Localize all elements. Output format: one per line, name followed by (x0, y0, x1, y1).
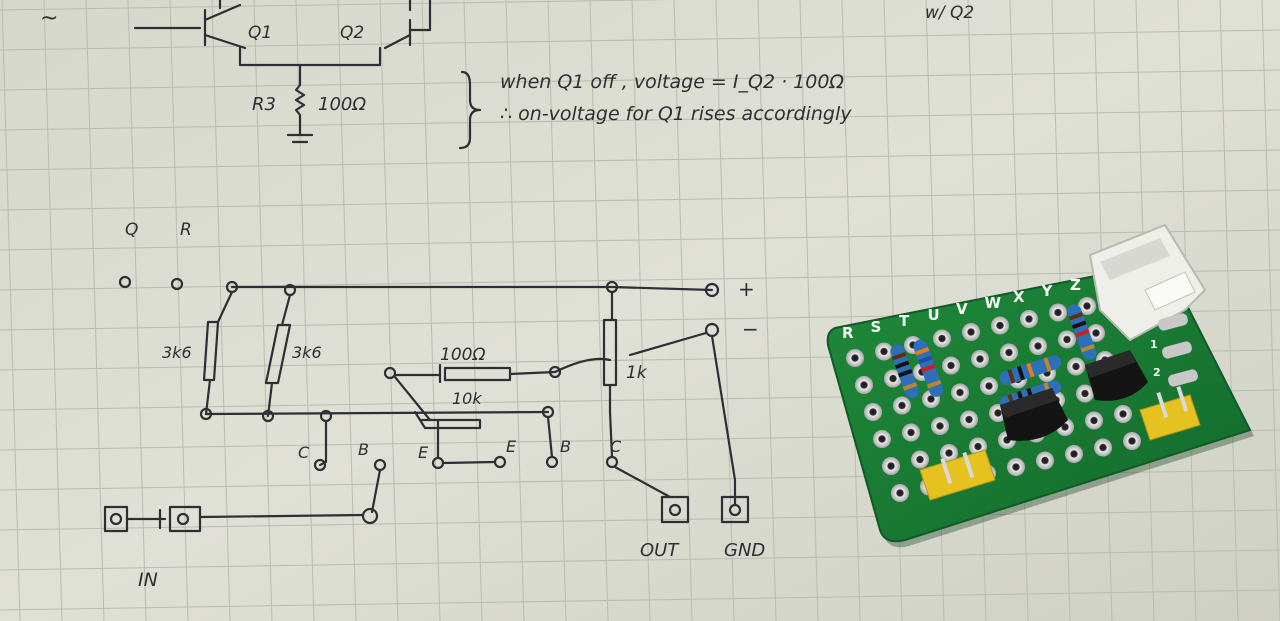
pcb-letter: V (956, 300, 968, 318)
note-line-2: ∴ on-voltage for Q1 rises accordingly (500, 103, 852, 125)
pcb-letter: R (842, 324, 854, 342)
pcb-pad (1094, 438, 1112, 457)
in-label: IN (138, 569, 158, 591)
pcb-pad (971, 350, 989, 368)
pcb-letter: Y (1041, 282, 1054, 300)
pcb-pad (942, 356, 960, 375)
top-right-note: w/ Q2 (925, 3, 974, 23)
pcb-pad (884, 369, 902, 388)
pcb-pad (1036, 451, 1054, 470)
r10k-label: 10k (452, 389, 482, 408)
pcb-pad (1020, 310, 1038, 328)
q2-label: Q2 (340, 23, 364, 43)
pcb-letter: W (985, 294, 1002, 312)
pcb-pad (846, 349, 864, 367)
pcb-pad (940, 444, 958, 462)
c2-label: C (610, 437, 622, 456)
pcb-pad (1087, 324, 1105, 342)
r3-value: 100Ω (318, 94, 366, 115)
pcb-pad (960, 410, 978, 429)
pcb-pad (891, 484, 909, 502)
jumper-headers (919, 385, 1201, 501)
pcb-pad (1076, 384, 1094, 403)
pcb-pad (1007, 458, 1025, 476)
top-left-mark: ~ (40, 6, 58, 31)
out-label: OUT (640, 540, 680, 561)
pcb-pad (931, 417, 949, 435)
pcb-pad (1085, 411, 1103, 430)
c1-label: C (298, 443, 310, 462)
pcb-pad (893, 396, 911, 415)
b1-label: B (358, 440, 369, 459)
q-label: Q (125, 220, 138, 240)
pcb-pad (855, 376, 873, 394)
e2-label: E (506, 437, 517, 456)
r-left2-label: 3k6 (292, 343, 322, 362)
schematic: Q R + − 3k6 3k6 100Ω 10k 1k (103, 220, 765, 591)
pcb-pad (991, 316, 1009, 335)
pcb-letter: S (871, 318, 882, 336)
r3-label: R3 (252, 94, 276, 115)
top-notes: ~ Q1 Q2 w/ Q2 R3 100Ω when Q1 off , volt… (40, 0, 974, 150)
pcb-pad (911, 450, 929, 469)
b2-label: B (560, 437, 571, 456)
pcb-letter: X (1013, 288, 1025, 306)
r-left1-label: 3k6 (162, 343, 192, 362)
pcb-letter: Z (1070, 276, 1081, 294)
pcb-pad (1067, 357, 1085, 376)
transistors (1000, 350, 1148, 441)
pcb-pin-label: 1 (1150, 338, 1158, 351)
pcb-pad (1049, 303, 1067, 322)
connector-housing (1088, 223, 1207, 387)
plus-label: + (738, 277, 755, 301)
note-line-1: when Q1 off , voltage = I_Q2 · 100Ω (500, 71, 844, 93)
pcb-pad (864, 403, 882, 421)
pcb-pad (1123, 432, 1141, 450)
r100-label: 100Ω (440, 345, 485, 365)
pcb-pad (1029, 337, 1047, 355)
pcb-pad (1114, 405, 1132, 423)
pcb-pad (1000, 343, 1018, 362)
pcb-pad (933, 329, 951, 348)
pcb-letter: U (928, 306, 940, 324)
pcb-pad (875, 342, 893, 361)
pcb-pin-labels: 12 (1150, 338, 1161, 379)
r-label: R (180, 220, 192, 240)
r1k-label: 1k (626, 363, 648, 383)
pcb-pad (882, 457, 900, 475)
pcb-letter: T (899, 312, 910, 330)
e1-label: E (418, 443, 429, 462)
pcb-pad (1058, 330, 1076, 349)
minus-label: − (742, 317, 759, 341)
pcb-pad (951, 383, 969, 402)
pcb-pin-label: 2 (1153, 366, 1161, 379)
pcb-pad (962, 323, 980, 341)
q1-label: Q1 (248, 23, 272, 43)
gnd-label: GND (724, 540, 765, 561)
pcb-pad (873, 430, 891, 448)
pcb-pad (1065, 445, 1083, 463)
pcb-pad (1078, 297, 1096, 315)
pcb-pad (902, 423, 920, 442)
pcb-pad (980, 377, 998, 395)
